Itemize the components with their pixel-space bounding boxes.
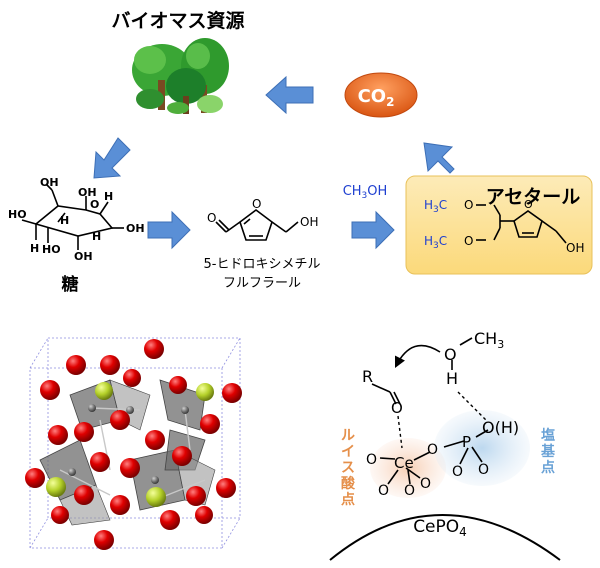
cepo4-label: CePO4 [413,517,467,539]
biomass-label: バイオマス資源 [111,9,244,32]
methanol-label: CH3OH [343,184,388,201]
hmf-aldehyde-o: O [207,211,216,225]
acetal-box: アセタール H3C H3C O O O OH [405,175,593,275]
arrow-sugar-to-hmf [147,210,191,250]
acetal-ring-o: O [524,198,533,211]
sugar-h-top: H [104,190,113,203]
svg-text:点: 点 [341,491,355,508]
mech-p-o-bl: O [452,464,463,480]
base-site-highlight [434,410,530,486]
sugar-h-c: HO [42,243,61,256]
mech-p-o-br: O [478,462,489,478]
mech-ce-o-bl: O [378,483,389,499]
mech-methanol-o: O [444,345,457,364]
acetal-o-top: O [464,198,473,212]
acetal-methoxy-bottom: H3C [424,234,447,251]
acetal-methoxy-top: H3C [424,198,447,215]
acetal-oh: OH [566,241,584,255]
mech-ce-o-bm: O [404,483,415,499]
mech-ch3: CH3 [474,329,504,351]
mech-carbonyl-o: O [391,399,403,417]
svg-text:塩: 塩 [541,427,555,444]
mechanism-diagram: R O O CH3 H O(H) Ce P O O O O O O O CePO… [329,329,561,561]
svg-text:ス: ス [341,460,355,476]
svg-text:点: 点 [541,459,555,476]
mech-methanol-h: H [446,369,458,388]
mech-p: P [462,433,471,451]
svg-text:ル: ル [341,428,355,444]
hmf-structure [215,209,299,241]
mech-ce-o-left: O [366,452,377,468]
svg-text:CO2: CO2 [358,86,395,109]
svg-text:酸: 酸 [341,475,356,492]
sugar-ho-left: HO [8,208,27,221]
sugar-h-d: H [92,230,101,243]
sugar-oh-mid: OH [78,186,97,199]
hmf-oh: OH [300,215,318,229]
base-site-label: 塩 基 点 [541,427,556,476]
co2-label: CO [358,86,387,107]
crystal-structure [25,337,242,550]
mech-ce-o-bridge: O [427,442,438,458]
sugar-o-ring: O [90,198,99,211]
cepo4-surface [329,514,561,561]
hmf-ring-o: O [252,197,261,211]
lewis-acid-site-label: ル イ ス 酸 点 [341,428,356,508]
nucleophilic-attack-arrow [394,344,441,369]
sugar-structure [21,183,124,250]
sugar-h-a: H [30,242,39,255]
sugar-h-b: H [60,214,69,227]
svg-text:イ: イ [341,444,355,460]
hmf-name-line1: 5-ヒドロキシメチル [204,257,321,272]
co2-bubble: CO2 [344,72,418,118]
hmf-name-line2: フルフラール [223,276,301,291]
svg-text:基: 基 [541,443,556,460]
trees-illustration [132,38,229,114]
sugar-oh-top: OH [40,176,59,189]
sugar-oh-right: OH [126,222,145,235]
arrow-acetal-to-co2 [423,142,455,174]
acetal-o-bottom: O [464,234,473,248]
mech-ce-o-right: O [420,476,431,492]
arrow-biomass-to-sugar [93,137,131,179]
arrow-co2-to-biomass [265,75,314,115]
mech-r: R [362,367,373,386]
arrow-hmf-to-acetal [351,210,395,250]
sugar-oh-bottom: OH [74,250,93,263]
sugar-name: 糖 [62,274,79,295]
mech-ce: Ce [394,454,414,472]
acetal-title: アセタール [486,186,581,208]
mech-base-oh: O(H) [482,418,519,437]
